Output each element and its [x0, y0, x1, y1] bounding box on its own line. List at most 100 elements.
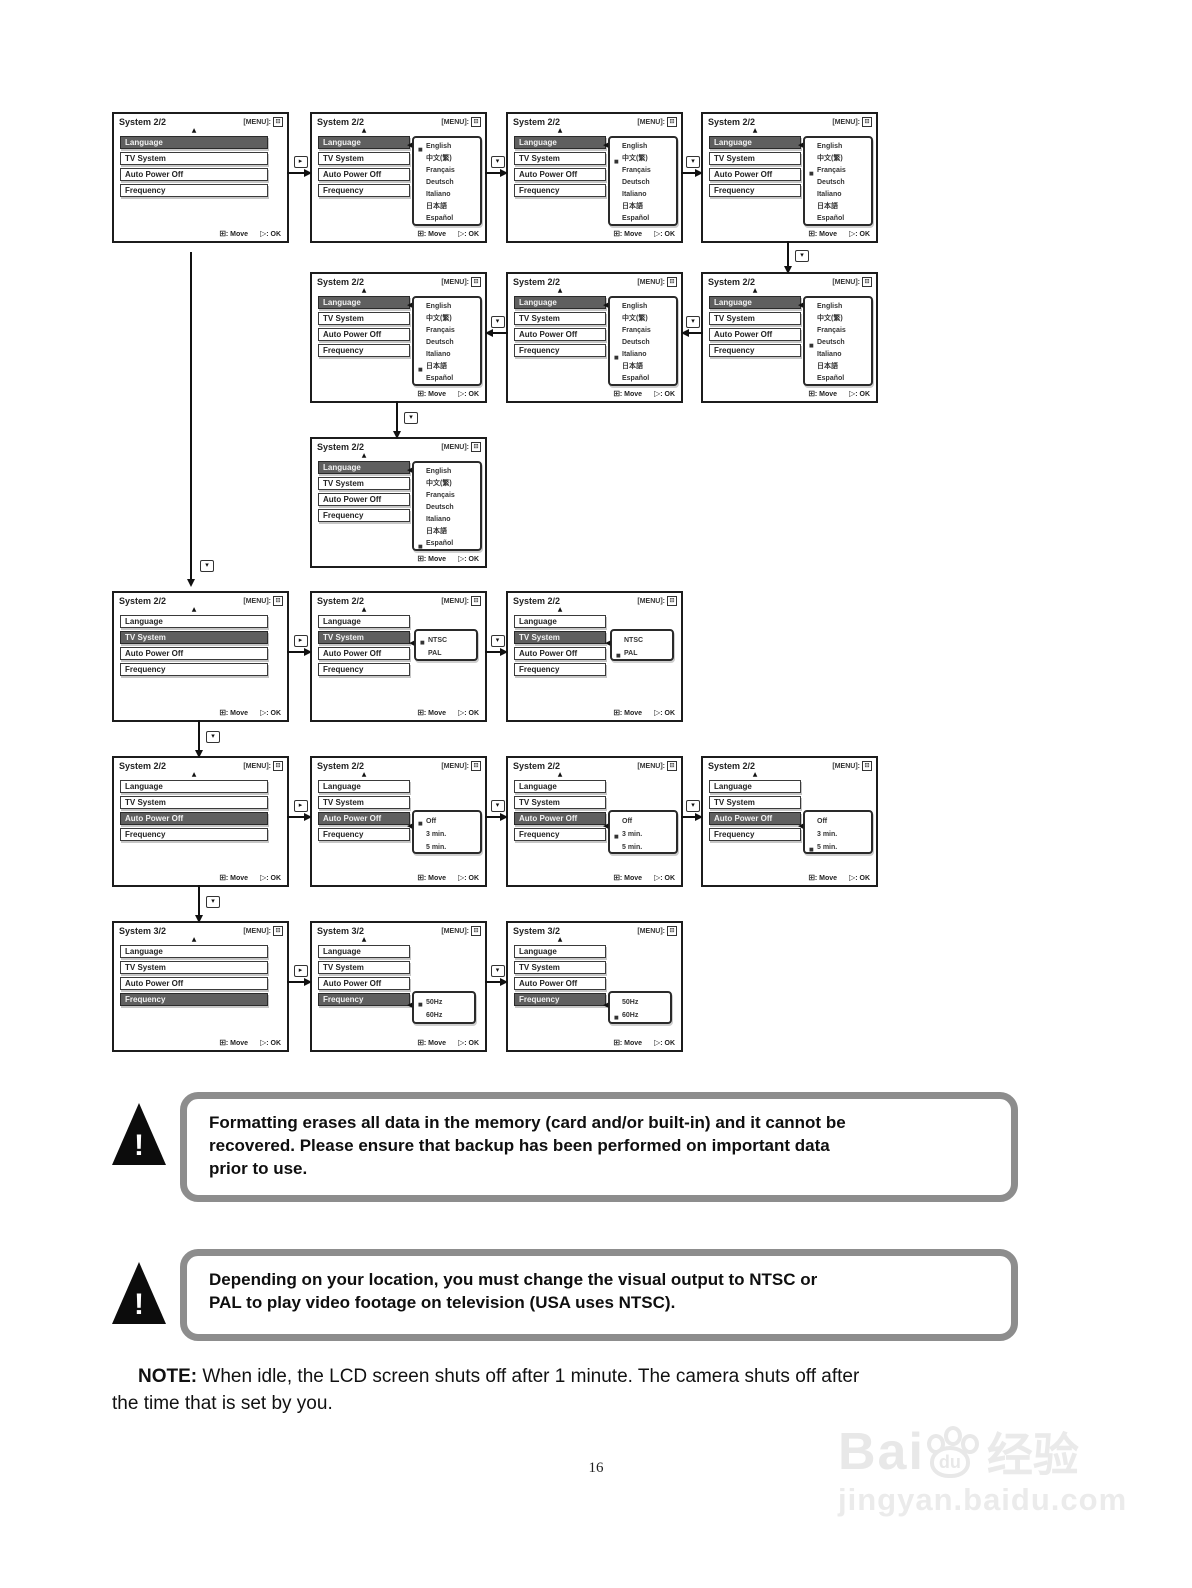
move-hint-label: : Move [814, 231, 838, 238]
screen-title: System 2/2 [513, 117, 561, 127]
exit-icon: ⊡ [471, 761, 481, 771]
popup-option: NTSC [624, 637, 644, 644]
menu-exit-label: [MENU]: [637, 597, 665, 605]
popup-option: 日本語 [426, 203, 447, 210]
screen-title: System 2/2 [317, 596, 365, 606]
selected-bullet-icon: ■ [418, 1002, 423, 1008]
popup-option: Español [622, 375, 650, 382]
screen-title: System 2/2 [119, 761, 167, 771]
scroll-up-indicator-icon: ▲ [361, 606, 367, 613]
joystick-move-icon: ⊞ [417, 389, 424, 398]
menu-exit-label: [MENU]: [637, 762, 665, 770]
option-popup-auto-power-off: ◀Off■3 min.5 min. [603, 810, 678, 854]
menu-item-frequency: Frequency [514, 344, 606, 357]
scroll-up-indicator-icon: ▲ [361, 452, 367, 459]
screen-title: System 2/2 [317, 277, 365, 287]
popup-option: English [622, 143, 648, 150]
menu-item-language: Language [514, 136, 606, 149]
warning-box-formatting: Formatting erases all data in the memory… [180, 1092, 1018, 1202]
popup-option: Español [817, 375, 845, 382]
popup-option: ■3 min. [614, 828, 676, 841]
joystick-ok-icon: ▷ [458, 1038, 465, 1047]
popup-pointer-icon: ◀ [603, 141, 609, 149]
lcd-menu-screen: System 2/2 [MENU]: ⊡ ▲ ⊞: Move ▷: OK Lan… [506, 756, 683, 887]
menu-exit-hint: [MENU]: ⊡ [441, 442, 481, 452]
move-hint-label: : Move [423, 875, 447, 882]
exit-icon: ⊡ [471, 926, 481, 936]
exit-icon: ⊡ [471, 442, 481, 452]
joystick-move-icon: ⊞ [613, 708, 620, 717]
popup-option: Español [817, 215, 845, 222]
screen-title: System 2/2 [119, 596, 167, 606]
menu-item-language: Language [709, 780, 801, 793]
popup-option: Deutsch [426, 504, 454, 511]
joystick-move-icon: ⊞ [417, 1038, 424, 1047]
joystick-move-icon: ⊞ [808, 229, 815, 238]
ok-hint-label: : OK [464, 710, 479, 717]
popup-option: 日本語 [622, 363, 643, 370]
move-hint-label: : Move [225, 1040, 249, 1047]
lcd-menu-screen: System 2/2 [MENU]: ⊡ ▲ ⊞: Move ▷: OK Lan… [310, 756, 487, 887]
joystick-right-icon: ▸ [293, 800, 308, 812]
exclamation-mark: ! [134, 1288, 144, 1321]
exit-icon: ⊡ [273, 596, 283, 606]
screen-hints: ⊞: Move ▷: OK [417, 389, 479, 398]
selected-bullet-icon: ■ [809, 847, 814, 853]
move-hint-label: : Move [619, 710, 643, 717]
screen-hints: ⊞: Move ▷: OK [219, 1038, 281, 1047]
popup-option: Français [622, 167, 651, 174]
joystick-ok-icon: ▷ [260, 229, 267, 238]
scroll-up-indicator-icon: ▲ [557, 127, 563, 134]
popup-option: 中文(繁) [426, 480, 452, 487]
scroll-up-indicator-icon: ▲ [361, 936, 367, 943]
menu-exit-hint: [MENU]: ⊡ [637, 596, 677, 606]
lcd-menu-screen: System 2/2 [MENU]: ⊡ ▲ ⊞: Move ▷: OK Lan… [112, 112, 289, 243]
popup-option: ■50Hz [418, 996, 474, 1009]
scroll-up-indicator-icon: ▲ [191, 771, 197, 778]
joystick-ok-icon: ▷ [654, 389, 661, 398]
warning-text: Depending on your location, you must cha… [209, 1270, 818, 1312]
ok-hint-label: : OK [464, 1040, 479, 1047]
joystick-ok-icon: ▷ [458, 389, 465, 398]
screen-hints: ⊞: Move ▷: OK [613, 389, 675, 398]
watermark-url: jingyan.baidu.com [838, 1482, 1128, 1517]
scroll-up-indicator-icon: ▲ [557, 606, 563, 613]
menu-item-language: Language [120, 136, 268, 149]
menu-exit-hint: [MENU]: ⊡ [243, 761, 283, 771]
joystick-down-icon: ▾ [490, 316, 505, 328]
joystick-move-icon: ⊞ [613, 229, 620, 238]
ok-hint-label: : OK [266, 1040, 281, 1047]
popup-option: ■日本語 [418, 361, 480, 373]
menu-item-auto-power-off: Auto Power Off [514, 168, 606, 181]
note-label: NOTE: [138, 1366, 198, 1387]
selected-bullet-icon: ■ [616, 653, 621, 659]
ok-hint-label: : OK [464, 556, 479, 563]
lcd-menu-screen: System 2/2 [MENU]: ⊡ ▲ ⊞: Move ▷: OK Lan… [506, 272, 683, 403]
menu-exit-hint: [MENU]: ⊡ [637, 117, 677, 127]
popup-option: Italiano [622, 191, 647, 198]
ok-hint-label: : OK [266, 875, 281, 882]
ok-hint-label: : OK [266, 710, 281, 717]
popup-option: 中文(繁) [426, 315, 452, 322]
joystick-ok-icon: ▷ [260, 708, 267, 717]
popup-option: 5 min. [426, 844, 447, 851]
popup-option: Italiano [817, 351, 842, 358]
joystick-down-icon: ▾ [404, 412, 418, 424]
exit-icon: ⊡ [667, 761, 677, 771]
exit-icon: ⊡ [862, 117, 872, 127]
menu-exit-hint: [MENU]: ⊡ [637, 761, 677, 771]
joystick-ok-icon: ▷ [849, 873, 856, 882]
exit-icon: ⊡ [862, 761, 872, 771]
watermark-brand-suffix: du [938, 1452, 961, 1473]
joystick-move-icon: ⊞ [219, 873, 226, 882]
menu-exit-hint: [MENU]: ⊡ [441, 761, 481, 771]
exit-icon: ⊡ [667, 926, 677, 936]
move-hint-label: : Move [423, 556, 447, 563]
exit-icon: ⊡ [273, 761, 283, 771]
joystick-right-icon: ▸ [293, 965, 308, 977]
screen-title: System 2/2 [708, 117, 756, 127]
scroll-up-indicator-icon: ▲ [557, 287, 563, 294]
popup-option: Français [426, 327, 455, 334]
